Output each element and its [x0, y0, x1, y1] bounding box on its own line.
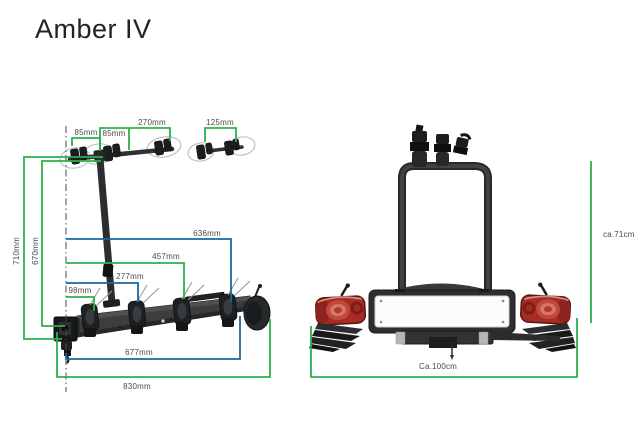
- dim-457-line: [66, 262, 185, 299]
- dim-830-line: [56, 319, 271, 378]
- dim-277-label: 277mm: [116, 272, 144, 281]
- dim-677-line: [65, 316, 241, 360]
- fins-left: [309, 323, 363, 352]
- dim-125-label: 125mm: [206, 118, 234, 127]
- under-plate-carrier: [395, 330, 560, 360]
- dim-270-label: 270mm: [138, 118, 166, 127]
- tail-light-left: [315, 283, 367, 326]
- dim-rear-width-line: [310, 318, 578, 378]
- dim-rear-height-label: ca.71cm: [603, 230, 635, 239]
- dim-636-line: [66, 238, 232, 302]
- dim-677-label: 677mm: [125, 348, 153, 357]
- dim-710-label: 710mm: [12, 237, 21, 265]
- end-disc: [241, 284, 271, 331]
- dim-277-line: [66, 282, 139, 302]
- dim-85b-label: 85mm: [102, 129, 125, 138]
- dim-457-label: 457mm: [152, 252, 180, 261]
- green-dimension-lines: [23, 127, 592, 378]
- license-plate: [368, 289, 516, 334]
- tail-light-right: [520, 282, 572, 325]
- side-view-illustration: [53, 136, 271, 364]
- dim-rear-width-label: Ca.100cm: [419, 362, 457, 371]
- dim-670-line: [41, 160, 101, 327]
- frame-clamps: [410, 124, 472, 167]
- wheel-clamps: [80, 277, 251, 337]
- mast: [96, 155, 121, 308]
- blue-dimension-lines: [65, 238, 241, 360]
- dim-710-line: [23, 156, 103, 340]
- product-title: Amber IV: [35, 14, 152, 44]
- dim-98-label: 98mm: [68, 286, 91, 295]
- dim-270-85b-line: [99, 127, 171, 151]
- dim-98-line: [66, 296, 95, 311]
- dim-636-label: 636mm: [193, 229, 221, 238]
- dim-830-label: 830mm: [123, 382, 151, 391]
- dim-85a-label: 85mm: [74, 128, 97, 137]
- rear-frame: [398, 162, 492, 292]
- dim-125-line: [204, 127, 237, 142]
- dimension-labels: 85mm 85mm 270mm 125mm 710mm 670mm 636mm …: [12, 118, 635, 391]
- rear-view-illustration: [309, 124, 576, 360]
- dim-670-label: 670mm: [31, 237, 40, 265]
